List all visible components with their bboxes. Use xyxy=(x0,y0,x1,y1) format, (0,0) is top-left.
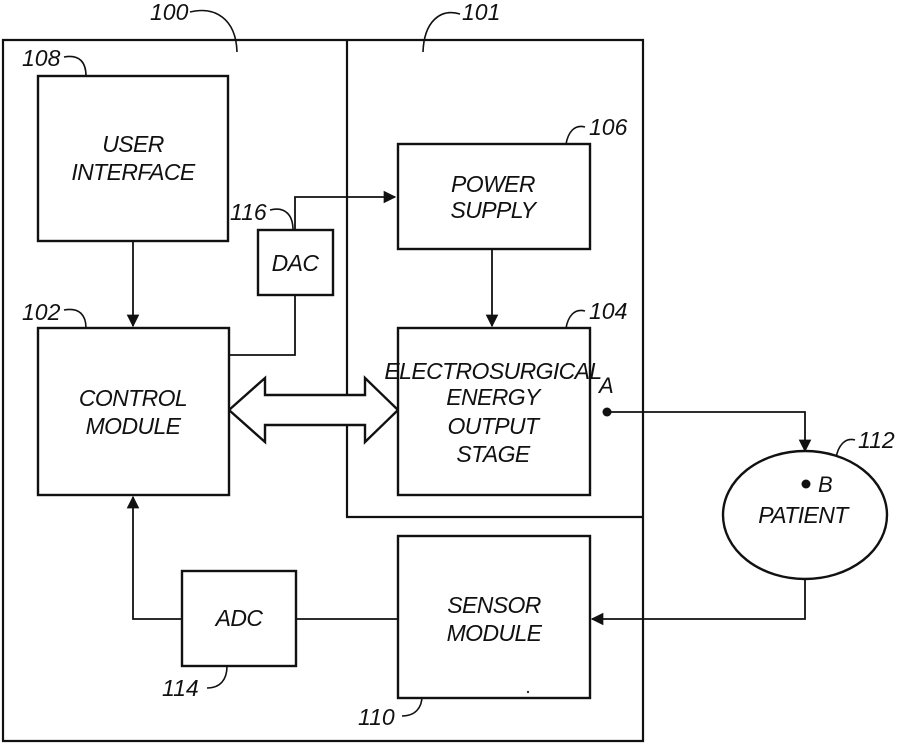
dac-block: DAC xyxy=(258,230,333,295)
speck-dot xyxy=(527,691,529,693)
bidirectional-bus-arrow xyxy=(229,378,398,442)
control-module-label-line2: MODULE xyxy=(86,413,182,439)
leader-116 xyxy=(270,209,293,230)
ref-112: 112 xyxy=(858,427,895,453)
leader-104 xyxy=(566,310,585,328)
leader-108 xyxy=(64,56,86,76)
patient-label: PATIENT xyxy=(758,502,850,528)
output-stage-label-line4: STAGE xyxy=(456,441,531,467)
ref-116: 116 xyxy=(230,199,267,225)
dac-label: DAC xyxy=(272,250,320,276)
output-stage-label-line3: OUTPUT xyxy=(448,413,542,439)
leader-101 xyxy=(423,13,460,52)
patient-to-sensor-arrow xyxy=(592,580,805,619)
terminal-a-dot xyxy=(603,408,612,417)
control-to-dac-wire xyxy=(229,295,295,355)
dac-to-power-arrow xyxy=(295,197,395,230)
user-interface-label-line2: INTERFACE xyxy=(71,159,195,185)
terminal-a-to-patient-arrow xyxy=(607,412,805,451)
sensor-module-label-line2: MODULE xyxy=(447,620,543,646)
output-stage-label-line1: ELECTROSURGICAL xyxy=(384,358,601,384)
patient-ellipse: B PATIENT xyxy=(723,451,887,579)
leader-106 xyxy=(566,126,585,144)
ref-104: 104 xyxy=(589,298,627,324)
ref-102: 102 xyxy=(22,299,61,325)
leader-112 xyxy=(836,439,855,458)
sensor-module-block: SENSOR MODULE xyxy=(398,536,590,698)
ref-114: 114 xyxy=(162,675,199,701)
terminal-b-dot xyxy=(802,480,811,489)
leader-100 xyxy=(190,11,237,52)
ref-100: 100 xyxy=(150,0,189,25)
power-supply-label-line2: SUPPLY xyxy=(450,197,537,223)
sensor-module-label-line1: SENSOR xyxy=(447,592,541,618)
power-supply-label-line1: POWER xyxy=(451,171,535,197)
ref-110: 110 xyxy=(358,704,395,730)
adc-block: ADC xyxy=(182,571,296,666)
user-interface-label-line1: USER xyxy=(102,131,164,157)
user-interface-block: USER INTERFACE xyxy=(38,76,228,241)
ref-101: 101 xyxy=(462,0,500,25)
control-module-label-line1: CONTROL xyxy=(79,385,187,411)
adc-label: ADC xyxy=(214,605,264,631)
terminal-b-label: B xyxy=(818,472,833,497)
output-stage-label-line2: ENERGY xyxy=(446,384,542,410)
leader-102 xyxy=(64,309,86,328)
ref-108: 108 xyxy=(22,45,61,71)
ref-106: 106 xyxy=(589,114,628,140)
leader-114 xyxy=(207,666,227,688)
adc-to-control-arrow xyxy=(133,497,182,619)
output-stage-block: ELECTROSURGICAL ENERGY OUTPUT STAGE xyxy=(384,328,601,495)
terminal-a-label: A xyxy=(597,373,614,398)
power-supply-block: POWER SUPPLY xyxy=(398,144,590,249)
control-module-block: CONTROL MODULE xyxy=(38,328,229,495)
